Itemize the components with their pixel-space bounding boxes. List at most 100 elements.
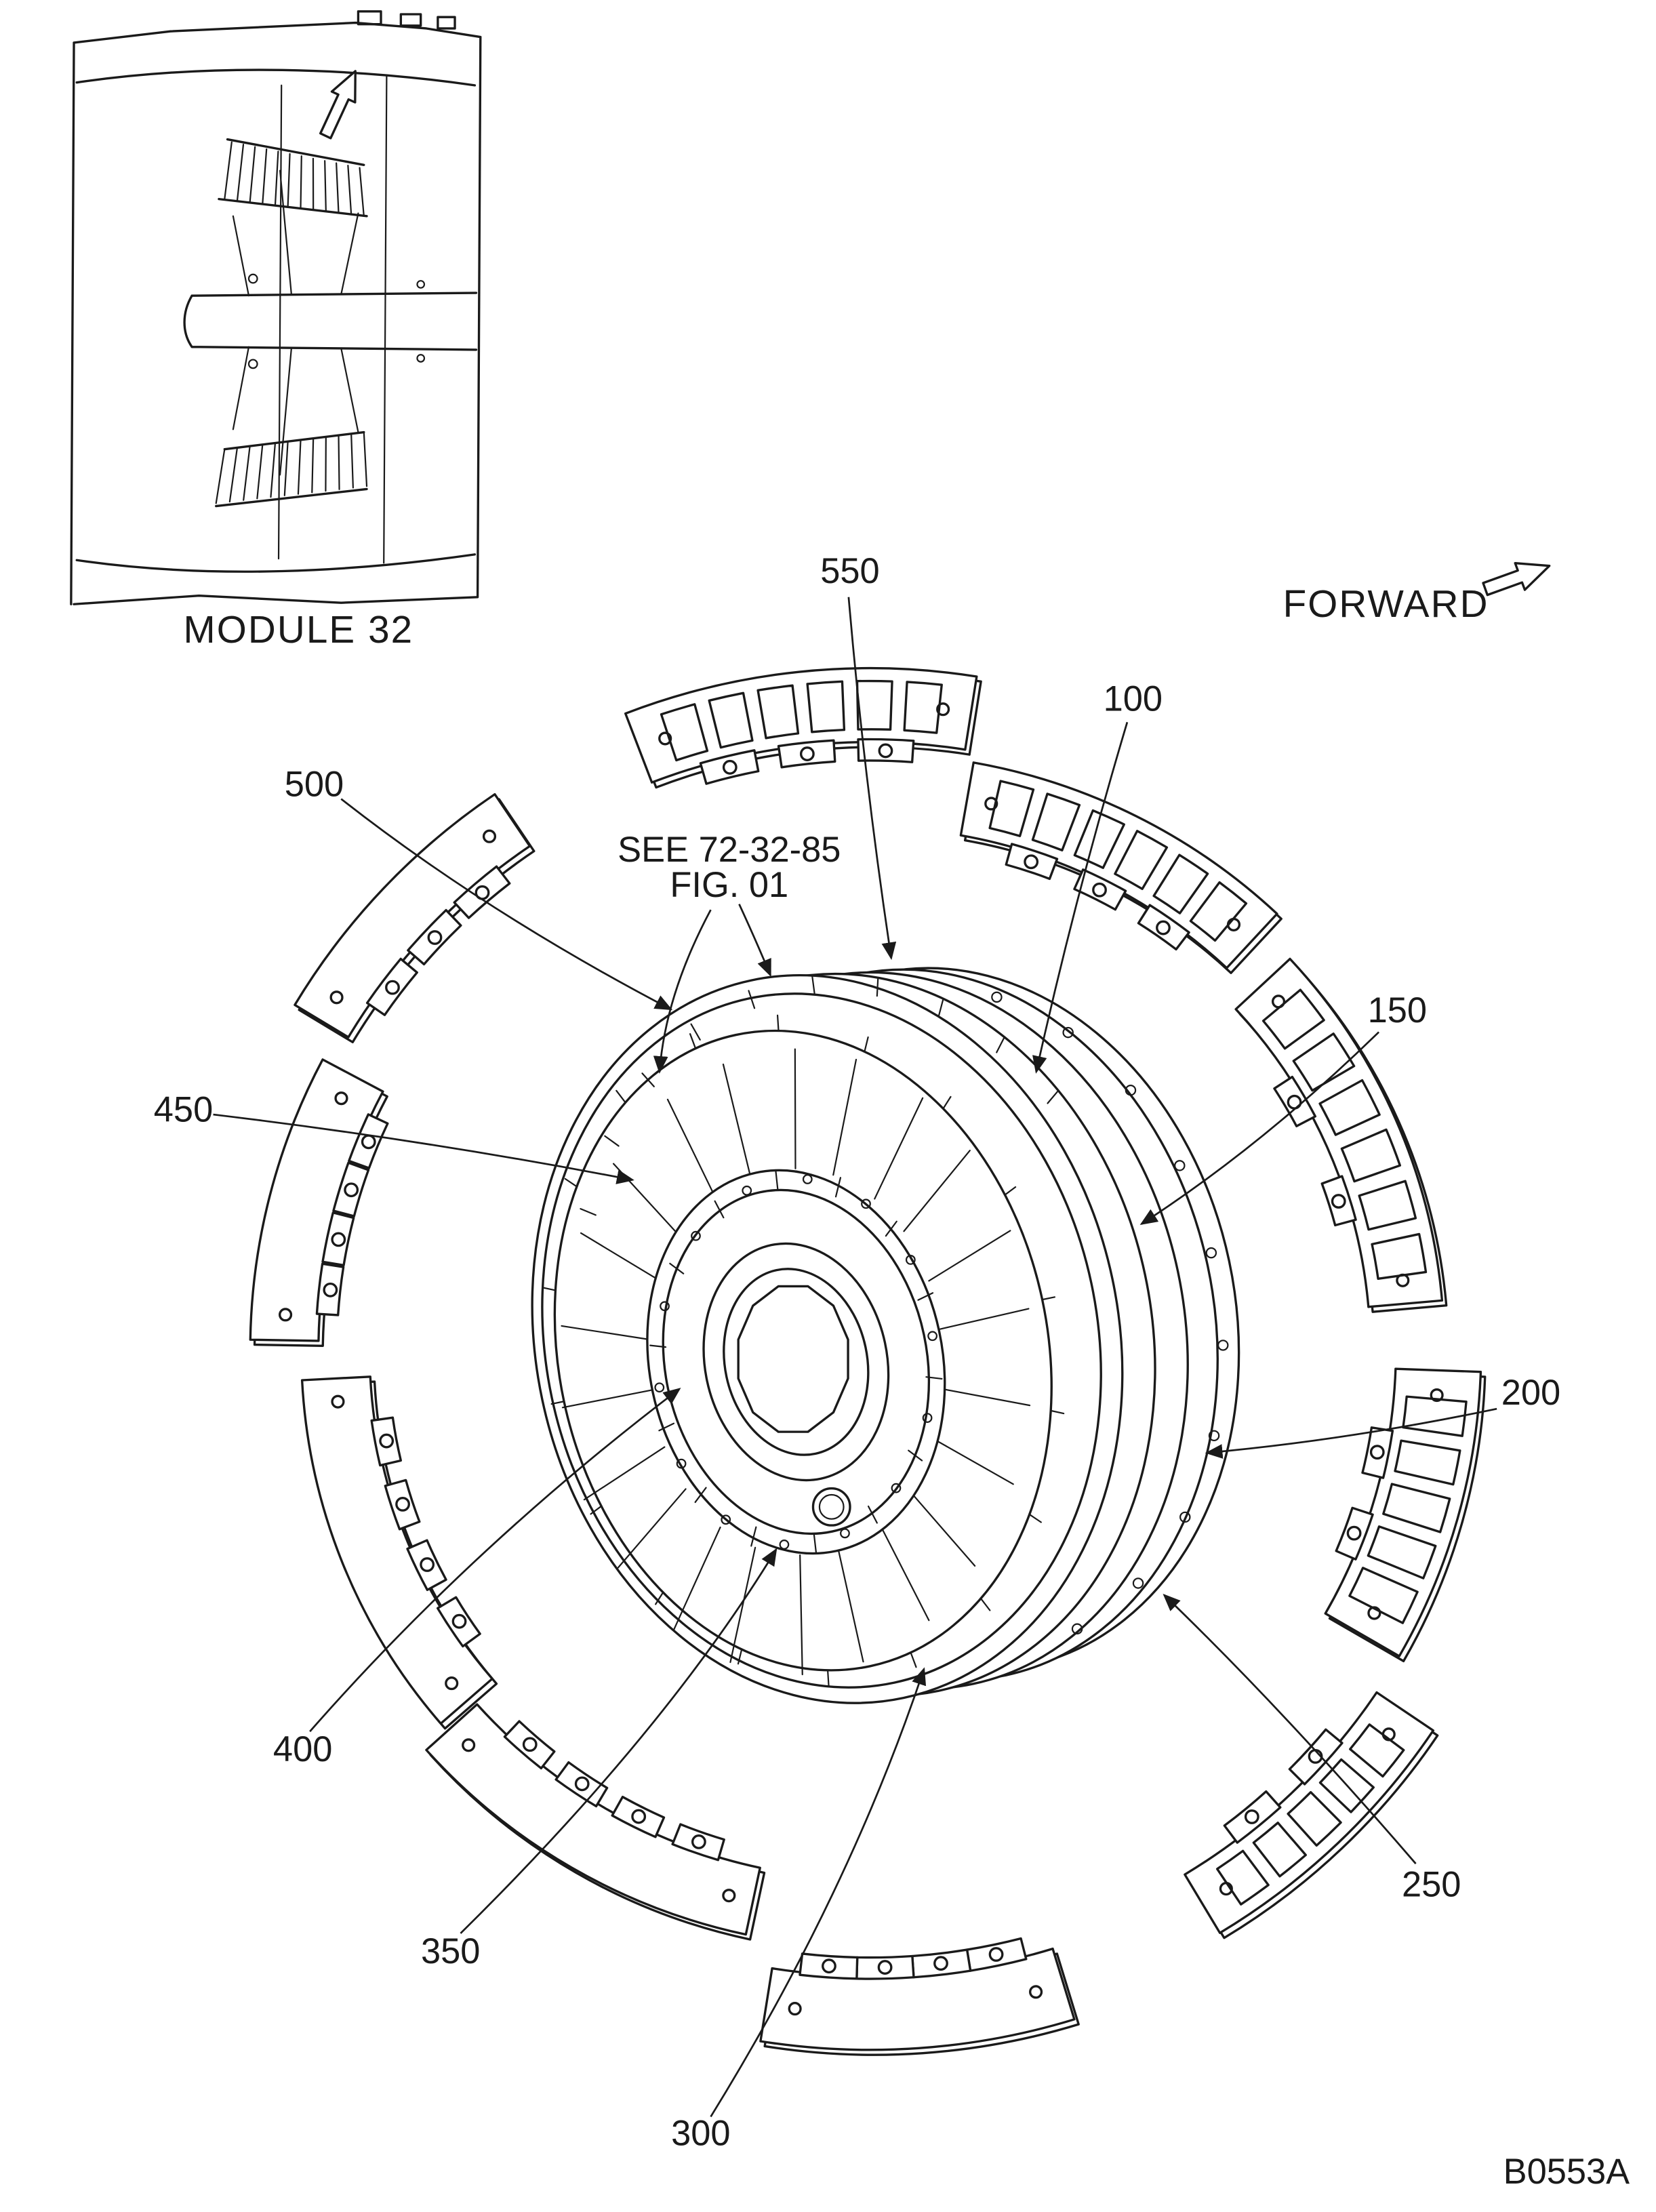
front-rim-clip: [615, 1089, 626, 1104]
segment-tab-hole: [1024, 854, 1039, 870]
segment-tab: [671, 1823, 725, 1862]
segment-tab: [406, 1539, 447, 1591]
hub-castellation-tick: [813, 1533, 817, 1554]
segment-tab: [1005, 843, 1059, 881]
inset-flange-bump: [437, 16, 456, 30]
fan-blade-edge: [583, 1446, 666, 1501]
front-rim-clip: [1004, 1186, 1017, 1196]
segment-window: [1287, 1791, 1342, 1847]
segment-tab-hole: [799, 746, 815, 761]
inset-inner-case-lines: [75, 68, 477, 573]
segment-end-hole: [1396, 1273, 1410, 1287]
segment-window: [1340, 1128, 1402, 1183]
segment-end-hole: [482, 829, 497, 843]
leader-200: [1205, 1407, 1497, 1459]
segment-window: [1394, 1439, 1461, 1486]
segment-tab: [699, 749, 760, 785]
hub-bolt-hole: [922, 1413, 933, 1423]
front-rim-clip: [737, 1648, 743, 1665]
segment-end-hole: [445, 1676, 459, 1691]
segment-tab: [370, 1416, 403, 1467]
fan-blade-edge: [940, 1308, 1030, 1330]
leader-450: [213, 1113, 634, 1184]
hub-bore-spline: [737, 1285, 849, 1433]
segment-tab: [332, 1161, 370, 1218]
segment-end-hole: [334, 1091, 348, 1106]
hub-bolt-hole: [742, 1185, 752, 1196]
segment-window: [1318, 1758, 1375, 1813]
rim-bolt-hole: [1217, 1340, 1229, 1351]
inset-direction-arrow-icon: [319, 70, 357, 140]
rim-bolt-hole: [1174, 1160, 1186, 1171]
hub-castellation-tick: [750, 1526, 757, 1547]
rim-bolt-hole: [991, 991, 1003, 1003]
forward-label: FORWARD: [1283, 582, 1489, 625]
segment-tab-hole: [722, 759, 738, 775]
segment-end-hole: [1430, 1388, 1444, 1403]
blade-row-hatch: [224, 141, 365, 217]
rim-bolt-hole: [1179, 1511, 1191, 1523]
segment-end-hole: [1271, 994, 1286, 1009]
rim-band-tick: [1047, 1089, 1059, 1104]
fan-blade-edge: [673, 1526, 721, 1630]
hub-castellation-tick: [885, 1220, 897, 1237]
segment-window: [1358, 1180, 1417, 1231]
segment-end-hole: [936, 702, 950, 717]
fan-blade-edge: [832, 1058, 857, 1176]
hub-bore: [737, 1285, 849, 1433]
segment-tab: [1320, 1175, 1357, 1227]
callout-200-label: 200: [1501, 1373, 1560, 1413]
front-rim-clip: [689, 1033, 697, 1049]
segment-tab-hole: [1331, 1194, 1346, 1209]
hub-castellation-tick: [908, 1449, 923, 1462]
fan-blade-edge: [930, 1436, 1014, 1485]
segment-tab: [1288, 1728, 1344, 1786]
hub-bolt-hole: [891, 1483, 902, 1493]
segment-window: [1073, 809, 1125, 869]
rim-bolt-hole: [1062, 1026, 1074, 1039]
leader-reference-1: [738, 904, 771, 978]
segment-window: [1367, 1525, 1437, 1580]
hub-ring-inner: [723, 1268, 870, 1456]
front-rim-clip: [864, 1036, 869, 1053]
segment-window: [1152, 853, 1209, 914]
inset-blade-band-borders: [215, 138, 368, 508]
front-rim-clip: [655, 1591, 664, 1605]
front-rim-clip: [590, 1505, 603, 1515]
callout-300-label: 300: [671, 2114, 730, 2153]
rim-bolt-hole: [1071, 1623, 1083, 1635]
segment-outline: [1324, 1367, 1482, 1657]
rim-band-tick: [937, 998, 944, 1017]
rim-bolt-hole: [1132, 1577, 1144, 1589]
front-rim-clip: [776, 1014, 780, 1032]
fan-blade-edge: [722, 1063, 752, 1179]
rim-band-tick: [604, 1135, 620, 1147]
front-rim-clip: [942, 1095, 952, 1110]
segment-window: [1318, 1079, 1381, 1136]
segment-window: [806, 680, 846, 733]
front-rim-clip: [1049, 1409, 1065, 1415]
fan-blade-edge: [799, 1554, 803, 1676]
leader-550: [847, 597, 897, 961]
segment-tab: [503, 1720, 556, 1770]
segment-100: [959, 761, 1283, 974]
hub-bolt-hole: [840, 1528, 850, 1539]
segment-window: [1215, 1849, 1270, 1906]
front-rim-clip: [910, 1651, 917, 1668]
hub-castellation-tick: [658, 1422, 675, 1432]
borescope-port-inner: [818, 1493, 845, 1520]
shroud-segments: [249, 666, 1487, 2056]
segment-tab: [321, 1211, 355, 1267]
hub-castellation-tick: [867, 1505, 878, 1524]
segment-end-hole: [1226, 917, 1241, 931]
leader-350: [460, 1548, 777, 1934]
hub-bolt-hole: [691, 1230, 701, 1241]
inset-rotor-drum: [183, 291, 478, 351]
module-inset-drawing: [70, 10, 482, 605]
segment-window: [1261, 988, 1325, 1050]
segment-end-hole: [658, 731, 672, 746]
segment-450: [249, 1058, 389, 1347]
front-rim-clips: [542, 1014, 1065, 1687]
segment-window: [1189, 881, 1248, 942]
